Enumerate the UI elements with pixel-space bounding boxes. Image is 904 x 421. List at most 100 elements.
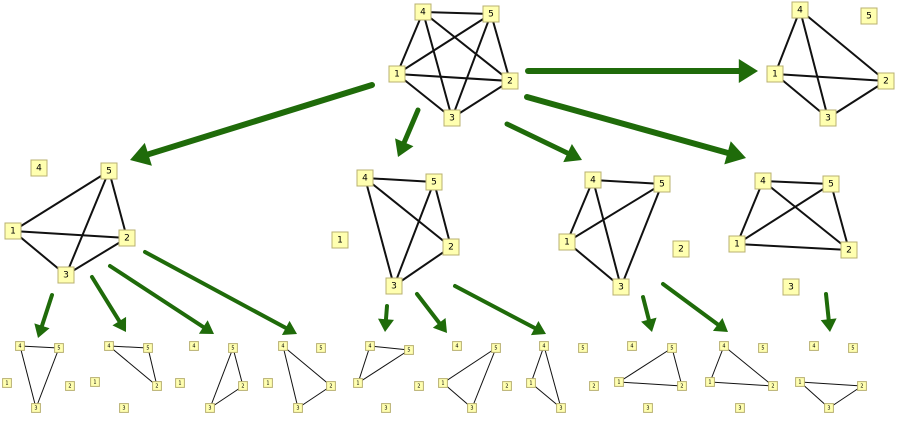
edge-1-3 [774,73,829,119]
node-box [782,278,800,296]
transition-arrow-root-to-remove-5 [525,59,758,83]
node-label: 5 [659,180,665,190]
edge-5-2 [108,170,128,239]
node-3: 3 [735,403,745,413]
edge-1-2 [618,381,683,387]
edge-4-5 [364,177,435,183]
node-5: 5 [822,175,840,193]
edge-2-3 [297,385,332,409]
node-1: 1 [353,378,363,388]
edge-4-3 [592,179,622,288]
node-5: 5 [143,343,153,353]
node-label: 4 [107,344,110,350]
edge-4-3 [282,345,299,409]
node-box [719,341,729,351]
arrow-shaft [383,304,389,322]
node-label: 1 [772,70,778,80]
node-1: 1 [558,233,576,251]
node-4: 4 [278,341,288,351]
node-box [809,341,819,351]
edge-1-3 [12,230,67,276]
node-box [143,343,153,353]
node-2: 2 [152,381,162,391]
edge-5-3 [209,347,234,409]
node-box [228,343,238,353]
node-1: 1 [438,378,448,388]
edge-5-1 [736,183,832,245]
node-5: 5 [54,343,64,353]
node-label: 4 [722,344,725,350]
node-box [414,3,432,21]
node-5: 5 [491,343,501,353]
node-box [578,343,588,353]
transition-arrow-root-to-remove-3 [524,94,746,165]
node-box [316,343,326,353]
node-2: 2 [840,241,858,259]
edge-4-2 [422,11,511,82]
node-1: 1 [705,377,715,387]
node-box [526,378,536,388]
node-label: 3 [738,406,741,412]
node-label: 4 [455,344,458,350]
edge-1-2 [774,73,887,82]
node-label: 1 [178,381,181,387]
node-box [735,403,745,413]
node-label: 5 [488,10,494,20]
node-label: 4 [812,344,815,350]
node-3: 3 [385,277,403,295]
node-box [4,222,22,240]
arrow-head [34,323,50,338]
transition-arrow-remove-3-to-l3-a [641,295,657,332]
node-4: 4 [754,172,772,190]
transition-arrow-remove-1-to-l1-d [143,250,297,335]
arrow-head [738,59,758,83]
node-label: 5 [581,346,584,352]
node-2: 2 [877,72,895,90]
node-3: 3 [119,403,129,413]
edge-4-2 [799,9,887,82]
node-5: 5 [653,175,671,193]
edge-4-5 [592,179,663,185]
node-1: 1 [175,378,185,388]
arrow-shaft [143,250,288,330]
node-4: 4 [104,341,114,351]
node-5: 5 [100,162,118,180]
node-5: 5 [578,343,588,353]
node-2: 2 [238,381,248,391]
node-box [404,345,414,355]
node-label: 3 [208,406,211,412]
node-box [205,403,215,413]
node-label: 3 [788,283,794,293]
arrow-shaft [661,282,720,327]
edge-5-3 [35,347,60,409]
transition-arrow-remove-1-to-l1-b [90,275,127,332]
node-2: 2 [442,238,460,256]
edge-5-1 [12,170,110,232]
node-box [57,266,75,284]
node-3: 3 [205,403,215,413]
transition-arrows [34,59,837,338]
transition-arrow-remove-1-to-l1-c [108,264,214,334]
node-2: 2 [118,229,136,247]
node-label: 2 [846,246,852,256]
node-4: 4 [414,3,432,21]
node-1: 1 [2,378,12,388]
node-box [705,377,715,387]
node-box [501,72,519,90]
edge-2-3 [827,80,887,119]
node-label: 2 [592,384,595,390]
node-4: 4 [809,341,819,351]
arrow-head [712,317,728,332]
node-box [152,381,162,391]
node-label: 2 [448,243,454,253]
node-box [65,381,75,391]
node-label: 3 [391,282,397,292]
node-label: 3 [63,271,69,281]
node-label: 4 [192,344,195,350]
edge-1-3 [396,73,453,119]
edge-4-3 [422,11,453,119]
arrow-shaft [504,121,571,156]
